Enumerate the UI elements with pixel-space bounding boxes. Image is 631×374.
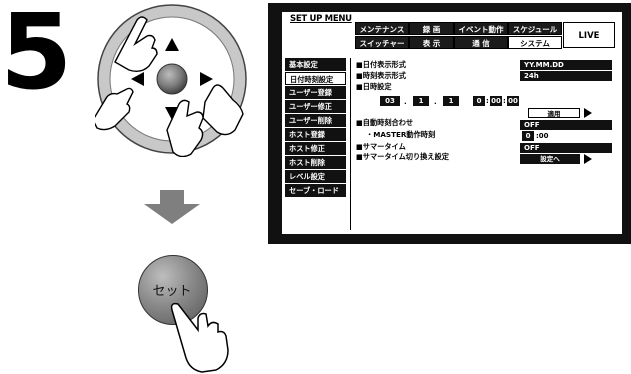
date-set-label: ■日時設定 [356,82,392,91]
master-time-label: ・MASTER動作時刻 [366,130,436,139]
sidebar-item-host-delete[interactable]: ホスト削除 [285,156,346,169]
live-button[interactable]: LIVE [563,22,615,48]
sidebar-item-level[interactable]: レベル設定 [285,170,346,183]
sidebar-item-save-load[interactable]: セーブ・ロード [285,184,346,197]
tab-event-action[interactable]: イベント動作 [454,22,508,35]
master-min-text: :00 [536,132,549,140]
sidebar-item-host-edit[interactable]: ホスト修正 [285,142,346,155]
tab-schedule[interactable]: スケジュール [508,22,562,35]
play-arrow-icon [584,108,592,118]
time-sec-field[interactable]: 00 [507,96,519,106]
tab-display[interactable]: 表 示 [409,36,454,49]
tab-switcher[interactable]: スイッチャー [355,36,409,49]
step-number: 5 [0,0,72,113]
hand-icon [95,16,244,157]
summer-time-value[interactable]: OFF [520,143,612,153]
time-hour-field[interactable]: 0 [473,96,485,106]
sidebar-item-host-register[interactable]: ホスト登録 [285,128,346,141]
date-day-field[interactable]: 1 [443,96,459,106]
time-min-field[interactable]: 00 [490,96,502,106]
summer-switch-label: ■サマータイム切り換え設定 [356,152,449,161]
sidebar-item-datetime[interactable]: 日付時刻設定 [285,72,346,85]
summer-switch-button[interactable]: 設定へ [520,154,580,164]
arrow-pad[interactable] [95,2,250,157]
date-year-field[interactable]: 03 [380,96,400,106]
arrow-left-icon[interactable] [131,72,144,86]
sidebar-item-user-delete[interactable]: ユーザー削除 [285,114,346,127]
time-sep: : [503,97,506,105]
summer-time-label: ■サマータイム [356,142,406,151]
hand-icon [170,302,229,373]
divider [350,58,351,230]
down-arrow-icon [144,190,200,224]
date-month-field[interactable]: 1 [413,96,429,106]
tab-communication[interactable]: 通 信 [454,36,508,49]
sidebar-item-user-register[interactable]: ユーザー登録 [285,86,346,99]
date-format-value[interactable]: YY.MM.DD [520,60,612,70]
master-hour-field[interactable]: 0 [522,131,534,141]
date-sep: . [404,98,407,106]
center-button[interactable] [156,63,188,95]
date-format-label: ■日付表示形式 [356,60,406,69]
time-sep: : [486,97,489,105]
sidebar-item-basic[interactable]: 基本設定 [285,58,346,71]
set-button-label: セット [152,284,192,299]
arrow-up-icon[interactable] [165,38,179,51]
arrow-right-icon[interactable] [200,72,213,86]
menu-title: SET UP MENU [290,14,352,24]
time-format-value[interactable]: 24h [520,71,612,81]
auto-sync-value[interactable]: OFF [520,120,612,130]
apply-button[interactable]: 適用 [528,108,580,118]
date-sep: . [434,98,437,106]
tab-recording[interactable]: 録 画 [409,22,454,35]
sidebar-item-user-edit[interactable]: ユーザー修正 [285,100,346,113]
time-format-label: ■時刻表示形式 [356,71,406,80]
tab-system[interactable]: システム [508,36,562,49]
tab-maintenance[interactable]: メンテナンス [355,22,409,35]
auto-sync-label: ■自動時刻合わせ [356,118,414,127]
play-arrow-icon [584,154,592,164]
